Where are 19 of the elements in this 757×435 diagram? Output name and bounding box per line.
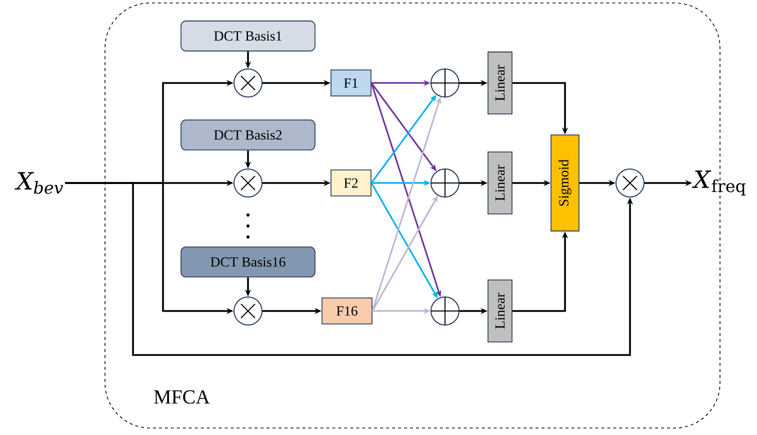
multiply-circle (234, 68, 262, 98)
input-label: X$_{bev}$ (14, 172, 64, 194)
output-label: X$_{freq}$ (692, 170, 746, 196)
linear-box: Linear (488, 52, 512, 114)
add-circle (430, 68, 460, 98)
feature-box: F1 (330, 70, 372, 96)
basis-box: DCT Basis16 (180, 246, 316, 278)
multiply-circle (234, 168, 262, 198)
multiply-circle (616, 168, 644, 198)
add-circle (430, 168, 460, 198)
feature-box: F16 (322, 298, 372, 324)
basis-box: DCT Basis2 (180, 120, 316, 150)
multiply-circle (234, 296, 262, 326)
basis-box: DCT Basis1 (180, 20, 316, 52)
sigmoid-box: Sigmoid (550, 134, 580, 232)
feature-box: F2 (330, 170, 372, 196)
linear-box: Linear (488, 152, 512, 214)
add-circle (430, 296, 460, 326)
linear-box: Linear (488, 280, 512, 342)
